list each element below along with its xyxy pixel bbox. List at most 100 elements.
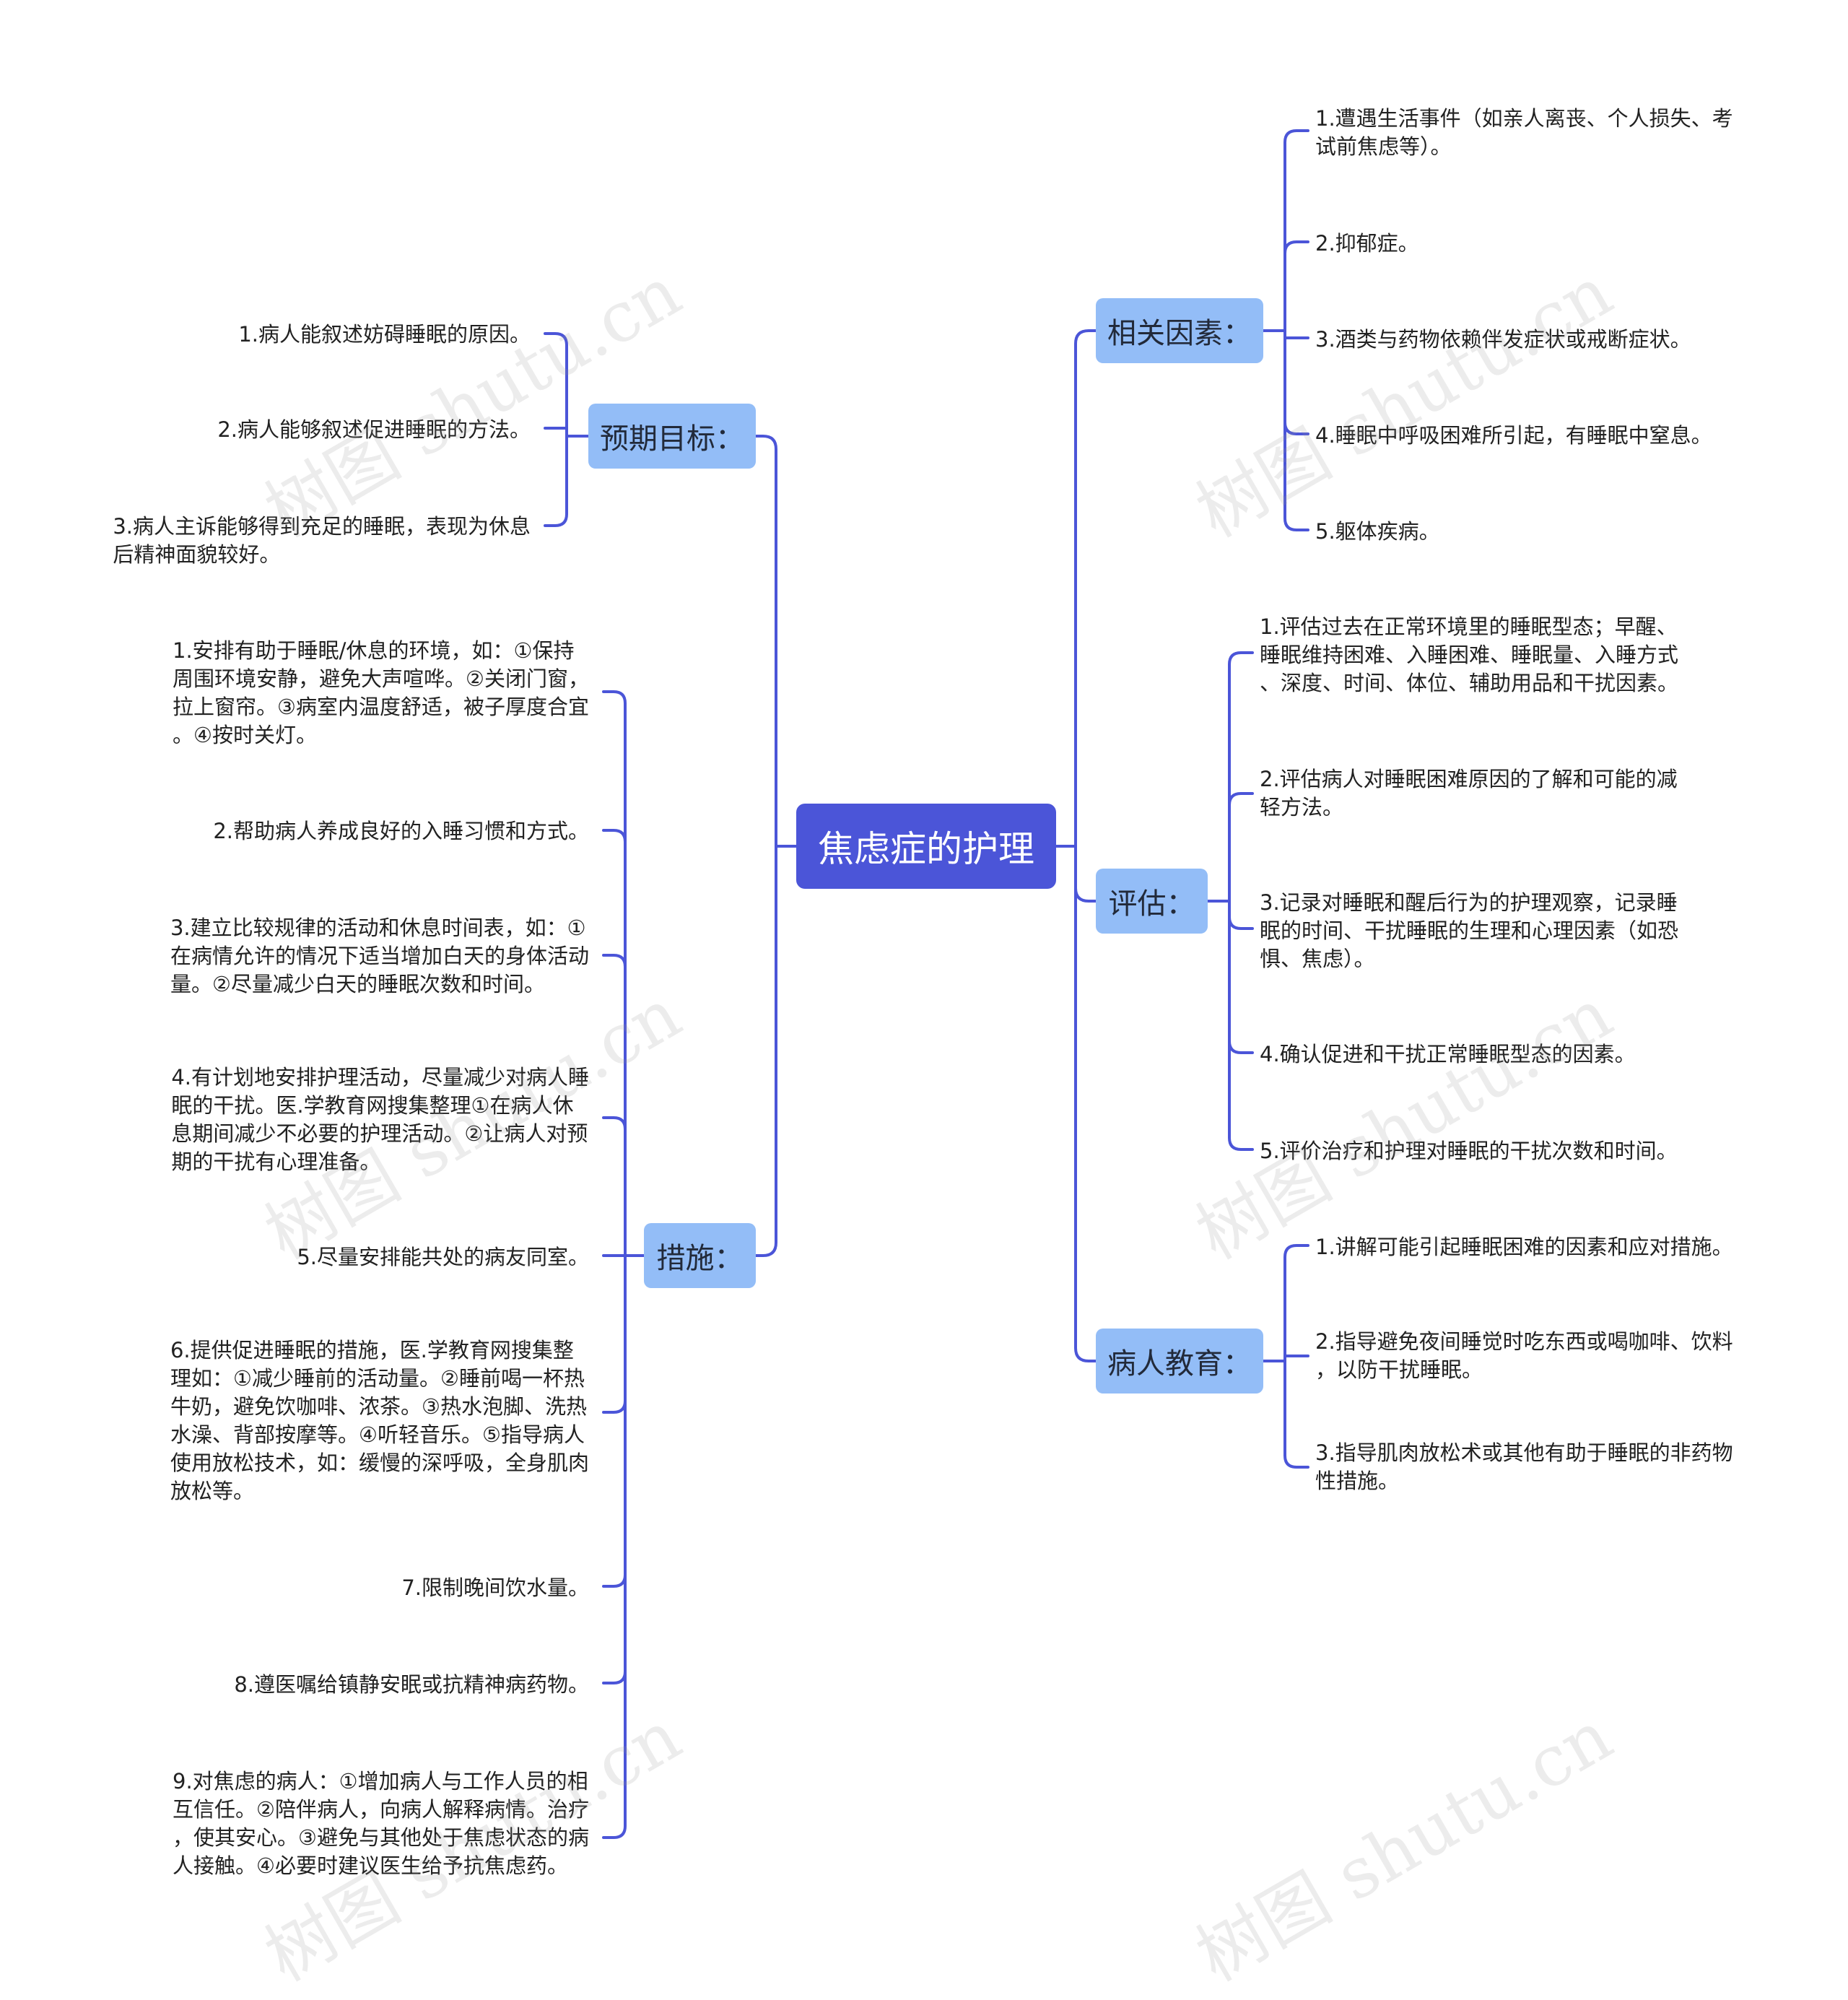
factors-leaf-2[interactable]: 2.抑郁症。: [1315, 230, 1419, 258]
education-leaf-2[interactable]: 2.指导避免夜间睡觉时吃东西或喝咖啡、饮料 ，以防干扰睡眠。: [1315, 1328, 1733, 1384]
factors-leaf-1-line: 试前焦虑等）。: [1315, 134, 1452, 159]
spine-goals: [754, 435, 777, 848]
branch-related-factors[interactable]: 相关因素：: [1096, 298, 1263, 363]
measures-leaf-1-line: 拉上窗帘。③病室内温度舒适，被子厚度合宜: [173, 695, 589, 719]
assessment-leaf-connector: [1228, 900, 1254, 930]
education-leaf-3[interactable]: 3.指导肌肉放松术或其他有助于睡眠的非药物性措施。: [1315, 1439, 1733, 1495]
education-leaf-connector: [1283, 1244, 1309, 1362]
education-leaf-3-line: 3.指导肌肉放松术或其他有助于睡眠的非药物: [1315, 1440, 1733, 1465]
measures-leaf-6-line: 放松等。: [170, 1479, 254, 1503]
measures-leaf-connector: [602, 690, 627, 1257]
measures-leaf-9-line: 互信任。②陪伴病人，向病人解释病情。治疗: [173, 1797, 589, 1822]
factors-leaf-connector: [1283, 329, 1309, 531]
measures-leaf-5-line: 5.尽量安排能共处的病友同室。: [297, 1245, 589, 1269]
measures-leaf-2[interactable]: 2.帮助病人养成良好的入睡习惯和方式。: [213, 817, 589, 845]
measures-leaf-5[interactable]: 5.尽量安排能共处的病友同室。: [297, 1243, 589, 1271]
measures-leaf-3-line: 3.建立比较规律的活动和休息时间表，如：①: [170, 916, 586, 940]
branch-expected-goals[interactable]: 预期目标：: [588, 404, 756, 469]
goals-leaf-1-line: 1.病人能叙述妨碍睡眠的原因。: [238, 322, 531, 347]
measures-leaf-6-line: 6.提供促进睡眠的措施，医.学教育网搜集整: [170, 1338, 574, 1362]
measures-leaf-connector: [602, 954, 627, 1257]
assessment-leaf-3-line: 3.记录对睡眠和醒后行为的护理观察，记录睡: [1260, 890, 1678, 915]
measures-leaf-6-line: 牛奶，避免饮咖啡、浓茶。③热水泡脚、洗热: [170, 1394, 587, 1419]
measures-leaf-6-line: 使用放松技术，如：缓慢的深呼吸，全身肌肉: [170, 1451, 589, 1475]
goals-leaf-1[interactable]: 1.病人能叙述妨碍睡眠的原因。: [238, 321, 531, 349]
spine-factors: [1074, 329, 1097, 848]
assessment-leaf-1-line: 、深度、时间、体位、辅助用品和干扰因素。: [1260, 671, 1679, 695]
assessment-leaf-1-line: 1.评估过去在正常环境里的睡眠型态；早醒、: [1260, 614, 1678, 639]
education-leaf-2-line: 2.指导避免夜间睡觉时吃东西或喝咖啡、饮料: [1315, 1329, 1733, 1354]
measures-leaf-1-line: 。④按时关灯。: [173, 723, 317, 747]
measures-leaf-6[interactable]: 6.提供促进睡眠的措施，医.学教育网搜集整理如：①减少睡前的活动量。②睡前喝一杯…: [170, 1336, 589, 1505]
education-leaf-2-line: ，以防干扰睡眠。: [1315, 1357, 1483, 1382]
factors-leaf-connector: [1283, 329, 1309, 435]
factors-leaf-1[interactable]: 1.遭遇生活事件（如亲人离丧、个人损失、考试前焦虑等）。: [1315, 105, 1733, 161]
factors-leaf-1-line: 1.遭遇生活事件（如亲人离丧、个人损失、考: [1315, 106, 1733, 131]
measures-leaf-6-line: 理如：①减少睡前的活动量。②睡前喝一杯热: [170, 1366, 585, 1391]
measures-leaf-4-line: 4.有计划地安排护理活动，尽量减少对病人睡: [171, 1065, 589, 1090]
goals-leaf-3-line: 3.病人主诉能够得到充足的睡眠，表现为休息: [113, 514, 531, 539]
root-node[interactable]: 焦虑症的护理: [796, 804, 1056, 889]
measures-leaf-connector: [602, 1254, 627, 1684]
assessment-leaf-connector: [1228, 900, 1254, 1151]
branch-patient-education[interactable]: 病人教育：: [1096, 1329, 1263, 1394]
education-leaf-1[interactable]: 1.讲解可能引起睡眠困难的因素和应对措施。: [1315, 1233, 1733, 1261]
assessment-leaf-4-line: 4.确认促进和干扰正常睡眠型态的因素。: [1260, 1042, 1636, 1066]
measures-leaf-9-line: 9.对焦虑的病人：①增加病人与工作人员的相: [173, 1769, 588, 1794]
spine-assessment: [1074, 845, 1097, 903]
assessment-leaf-5[interactable]: 5.评价治疗和护理对睡眠的干扰次数和时间。: [1260, 1137, 1678, 1165]
measures-leaf-1-line: 周围环境安静，避免大声喧哗。②关闭门窗，: [173, 666, 589, 691]
assessment-leaf-3[interactable]: 3.记录对睡眠和醒后行为的护理观察，记录睡眠的时间、干扰睡眠的生理和心理因素（如…: [1260, 889, 1678, 973]
factors-leaf-connector: [1283, 129, 1309, 332]
measures-leaf-9-line: 人接触。④必要时建议医生给予抗焦虑药。: [173, 1853, 568, 1878]
branch-assessment[interactable]: 评估：: [1096, 869, 1208, 934]
measures-leaf-4-line: 眠的干扰。医.学教育网搜集整理①在病人休: [171, 1093, 574, 1118]
assessment-leaf-connector: [1228, 792, 1254, 903]
factors-leaf-connector: [1283, 240, 1309, 332]
goals-leaf-2[interactable]: 2.病人能够叙述促进睡眠的方法。: [217, 416, 531, 444]
measures-leaf-2-line: 2.帮助病人养成良好的入睡习惯和方式。: [213, 819, 589, 843]
assessment-leaf-1[interactable]: 1.评估过去在正常环境里的睡眠型态；早醒、睡眠维持困难、入睡困难、睡眠量、入睡方…: [1260, 613, 1678, 697]
assessment-leaf-2-line: 2.评估病人对睡眠困难原因的了解和可能的减: [1260, 767, 1678, 791]
measures-leaf-4[interactable]: 4.有计划地安排护理活动，尽量减少对病人睡眠的干扰。医.学教育网搜集整理①在病人…: [171, 1064, 589, 1176]
goals-leaf-connector: [544, 332, 568, 438]
measures-leaf-7[interactable]: 7.限制晚间饮水量。: [401, 1574, 589, 1602]
measures-leaf-9[interactable]: 9.对焦虑的病人：①增加病人与工作人员的相互信任。②陪伴病人，向病人解释病情。治…: [173, 1768, 589, 1880]
factors-leaf-5[interactable]: 5.躯体疾病。: [1315, 518, 1440, 546]
assessment-leaf-1-line: 睡眠维持困难、入睡困难、睡眠量、入睡方式: [1260, 643, 1679, 667]
assessment-leaf-5-line: 5.评价治疗和护理对睡眠的干扰次数和时间。: [1260, 1139, 1678, 1163]
measures-leaf-6-line: 水澡、背部按摩等。④听轻音乐。⑤指导病人: [170, 1422, 585, 1447]
goals-leaf-3[interactable]: 3.病人主诉能够得到充足的睡眠，表现为休息后精神面貌较好。: [113, 513, 531, 569]
measures-leaf-9-line: ，使其安心。③避免与其他处于焦虑状态的病: [173, 1825, 589, 1850]
factors-leaf-5-line: 5.躯体疾病。: [1315, 519, 1440, 544]
assessment-leaf-connector: [1228, 651, 1254, 903]
factors-leaf-2-line: 2.抑郁症。: [1315, 231, 1419, 256]
measures-leaf-3-line: 量。②尽量减少白天的睡眠次数和时间。: [170, 972, 545, 996]
assessment-leaf-2[interactable]: 2.评估病人对睡眠困难原因的了解和可能的减轻方法。: [1260, 765, 1678, 822]
measures-leaf-4-line: 息期间减少不必要的护理活动。②让病人对预: [171, 1121, 588, 1146]
measures-leaf-connector: [602, 1254, 627, 1588]
goals-leaf-2-line: 2.病人能够叙述促进睡眠的方法。: [217, 417, 531, 442]
assessment-leaf-connector: [1228, 900, 1254, 1054]
measures-leaf-1-line: 1.安排有助于睡眠/休息的环境，如：①保持: [173, 638, 575, 663]
assessment-leaf-2-line: 轻方法。: [1260, 795, 1344, 819]
measures-leaf-8[interactable]: 8.遵医嘱给镇静安眠或抗精神病药物。: [234, 1671, 589, 1699]
measures-leaf-1[interactable]: 1.安排有助于睡眠/休息的环境，如：①保持周围环境安静，避免大声喧哗。②关闭门窗…: [173, 637, 589, 749]
measures-leaf-connector: [602, 1254, 627, 1414]
education-leaf-3-line: 性措施。: [1315, 1469, 1400, 1493]
goals-leaf-3-line: 后精神面貌较好。: [113, 542, 281, 567]
measures-leaf-connector: [602, 1116, 627, 1257]
measures-leaf-7-line: 7.限制晚间饮水量。: [401, 1575, 589, 1600]
measures-leaf-connector: [602, 1254, 627, 1839]
assessment-leaf-3-line: 眠的时间、干扰睡眠的生理和心理因素（如恐: [1260, 918, 1679, 943]
factors-leaf-3-line: 3.酒类与药物依赖伴发症状或戒断症状。: [1315, 327, 1691, 352]
factors-leaf-3[interactable]: 3.酒类与药物依赖伴发症状或戒断症状。: [1315, 326, 1691, 354]
branch-measures[interactable]: 措施：: [644, 1223, 756, 1288]
measures-leaf-8-line: 8.遵医嘱给镇静安眠或抗精神病药物。: [234, 1672, 589, 1697]
assessment-leaf-4[interactable]: 4.确认促进和干扰正常睡眠型态的因素。: [1260, 1040, 1636, 1069]
factors-leaf-4[interactable]: 4.睡眠中呼吸困难所引起，有睡眠中窒息。: [1315, 422, 1712, 450]
measures-leaf-connector: [602, 829, 627, 1257]
factors-leaf-4-line: 4.睡眠中呼吸困难所引起，有睡眠中窒息。: [1315, 423, 1712, 448]
spine-education: [1074, 845, 1097, 1362]
